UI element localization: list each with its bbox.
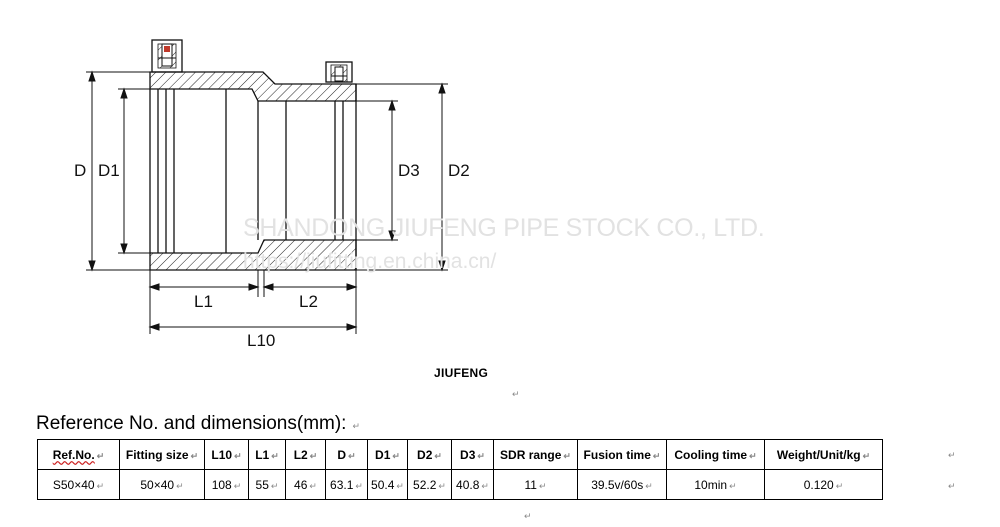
- body-bore: [149, 84, 357, 270]
- header-cell: SDR range↵: [493, 439, 578, 470]
- dim-D1-line: [118, 87, 150, 255]
- header-cell: L1↵: [248, 439, 286, 470]
- paragraph-mark: ↵: [524, 511, 532, 521]
- header-cell: Fusion time↵: [577, 439, 667, 470]
- row-end-mark: ↵: [948, 481, 956, 491]
- paragraph-mark: ↵: [352, 421, 361, 431]
- header-cell: D3↵: [451, 439, 494, 470]
- dim-D2-line: [356, 82, 448, 272]
- label-D2: D2: [448, 161, 470, 180]
- dim-L-lines: [148, 270, 358, 334]
- table-cell: 52.2↵: [407, 469, 452, 500]
- table-cell: 40.8↵: [451, 469, 494, 500]
- paragraph-mark: ↵: [512, 389, 520, 399]
- header-cell: D2↵: [407, 439, 452, 470]
- table-cell: 50×40↵: [119, 469, 205, 500]
- right-terminal: [325, 61, 353, 83]
- table-cell: 55↵: [248, 469, 286, 500]
- section-heading: Reference No. and dimensions(mm): ↵: [36, 413, 360, 435]
- label-L2: L2: [299, 292, 318, 311]
- header-cell: L2↵: [285, 439, 326, 470]
- label-L1: L1: [194, 292, 213, 311]
- table-cell: 63.1↵: [325, 469, 368, 500]
- watermark-company: SHANDONG JIUFENG PIPE STOCK CO., LTD.: [243, 214, 765, 242]
- header-cell: L10↵: [204, 439, 249, 470]
- dim-D-line: [86, 70, 150, 272]
- table-cell: 39.5v/60s↵: [577, 469, 667, 500]
- dim-D3-line: [356, 99, 398, 242]
- table-cell: S50×40↵: [37, 469, 120, 500]
- header-cell: Weight/Unit/kg↵: [764, 439, 883, 470]
- label-D: D: [74, 161, 86, 180]
- table-header-row: Ref.No.↵ Fitting size↵ L10↵ L1↵ L2↵ D↵ D…: [37, 439, 883, 470]
- header-cell: Ref.No.↵: [37, 439, 120, 470]
- heading-text: Reference No. and dimensions(mm):: [36, 413, 347, 434]
- left-terminal: [151, 39, 183, 73]
- header-cell: D1↵: [367, 439, 408, 470]
- watermark-url: https://jiufitting.en.china.cn/: [243, 250, 497, 273]
- table-cell: 10min↵: [666, 469, 765, 500]
- label-L10: L10: [247, 331, 275, 350]
- reducer-coupler-drawing: D D1 D3 D2 L1 L2 L10: [74, 39, 470, 350]
- table-cell: 50.4↵: [367, 469, 408, 500]
- brand-label: JIUFENG: [434, 366, 489, 380]
- table-cell: 0.120↵: [764, 469, 883, 500]
- label-D1: D1: [98, 161, 120, 180]
- header-cell: Fitting size↵: [119, 439, 205, 470]
- table-cell: 11↵: [493, 469, 578, 500]
- top-wall-section: [149, 71, 357, 102]
- table-cell: 46↵: [285, 469, 326, 500]
- header-cell: D↵: [325, 439, 368, 470]
- row-end-mark: ↵: [948, 450, 956, 460]
- table-cell: 108↵: [204, 469, 249, 500]
- label-D3: D3: [398, 161, 420, 180]
- dimensions-table: Ref.No.↵ Fitting size↵ L10↵ L1↵ L2↵ D↵ D…: [37, 439, 883, 500]
- header-cell: Cooling time↵: [666, 439, 765, 470]
- table-row: S50×40↵ 50×40↵ 108↵ 55↵ 46↵ 63.1↵ 50.4↵ …: [37, 469, 883, 500]
